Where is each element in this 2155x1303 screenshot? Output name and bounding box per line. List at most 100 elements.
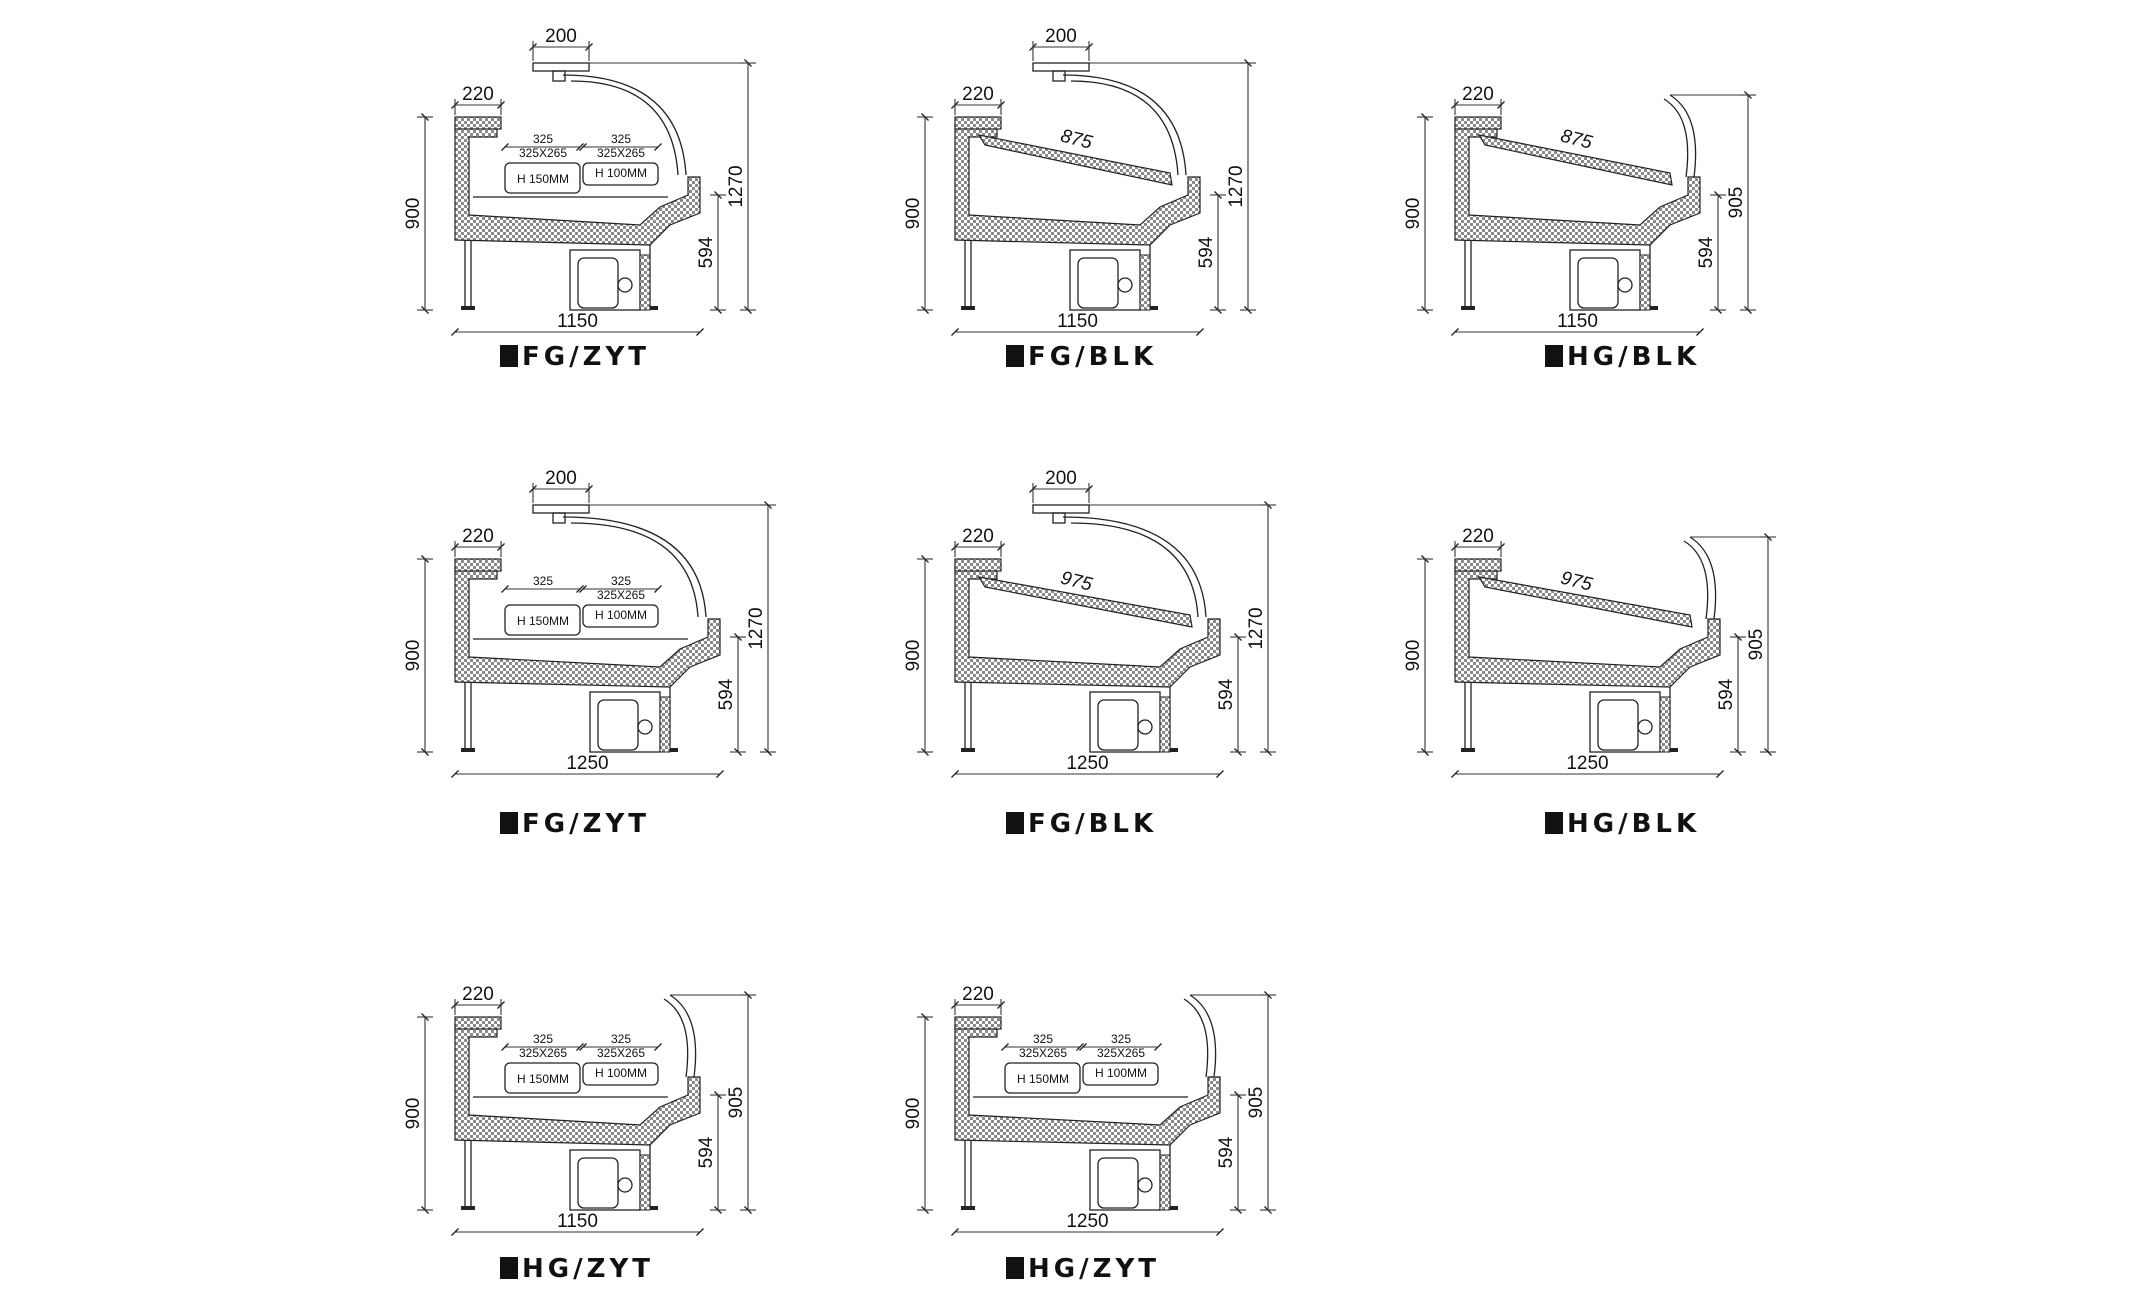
pan2-width: 325 (611, 1032, 631, 1046)
pan2-width: 325 (611, 132, 631, 146)
caption-label: FG/BLK (1028, 342, 1158, 372)
canopy-bracket (1052, 512, 1066, 524)
pan2-size: 325X265 (597, 146, 645, 160)
compressor (1097, 1157, 1139, 1209)
inner-height-dim-label: 594 (696, 1136, 717, 1168)
total-height-dim-label: 905 (726, 1087, 747, 1119)
caption-marker-square (500, 345, 518, 367)
foot-right (1664, 748, 1678, 752)
pan2-width: 325 (611, 574, 631, 588)
top-depth-dim-label: 220 (962, 84, 994, 105)
width-dim-label: 1150 (1557, 311, 1598, 332)
top-plate (454, 116, 502, 130)
curved-glass-inner (570, 80, 679, 176)
caption-marker-square (1006, 812, 1024, 834)
total-height-dim-label: 1270 (726, 165, 747, 207)
inclined-shelf (977, 134, 1173, 186)
top-depth-dim-label: 220 (1462, 84, 1494, 105)
condenser (1139, 254, 1151, 311)
total-height-dim-label: 1270 (746, 607, 767, 649)
canopy-bracket (1052, 70, 1066, 82)
pan2-size: 325X265 (1097, 1046, 1145, 1060)
cabinet-wall (454, 566, 721, 688)
pan-deep (1004, 1062, 1081, 1094)
foot-left (1461, 748, 1475, 752)
top-depth-dim-label: 220 (962, 984, 994, 1005)
caption-marker-square (1545, 345, 1563, 367)
pan-shallow (582, 1062, 659, 1086)
pan1-size: 325X265 (519, 1046, 567, 1060)
pan1-width: 325 (533, 132, 553, 146)
low-glass-inner (663, 998, 689, 1078)
top-depth-dim-label: 220 (962, 526, 994, 547)
top-depth-dim-label: 220 (462, 84, 494, 105)
curved-glass (1062, 74, 1187, 176)
caption-label: FG/BLK (1028, 809, 1158, 839)
low-glass (1189, 994, 1217, 1078)
height-dim-label: 900 (903, 640, 924, 672)
foot-left (1461, 306, 1475, 310)
model-caption: FG/ZYT (500, 342, 650, 372)
caption-label: HG/BLK (1567, 342, 1701, 372)
foot-right (1144, 306, 1158, 310)
pan-shallow (582, 604, 659, 628)
foot-left (961, 1206, 975, 1210)
canopy-light (532, 62, 590, 72)
height-dim-label: 900 (903, 198, 924, 230)
compressor (597, 699, 639, 751)
caption-label: HG/BLK (1567, 809, 1701, 839)
pan1-height: H 150MM (517, 1072, 569, 1086)
compressor-valve (1617, 277, 1633, 293)
top-plate (1454, 558, 1502, 572)
pan2-width: 325 (1111, 1032, 1131, 1046)
pan1-width: 325 (533, 574, 553, 588)
caption-label: FG/ZYT (522, 809, 651, 839)
canopy-light (1032, 62, 1090, 72)
inner-height-dim-label: 594 (1216, 1136, 1237, 1168)
pan2-size: 325X265 (597, 1046, 645, 1060)
inclined-shelf (1477, 576, 1693, 628)
inclined-shelf (977, 576, 1193, 628)
model-caption: HG/BLK (1545, 809, 1700, 839)
top-depth-dim-label: 220 (1462, 526, 1494, 547)
top-plate (1454, 116, 1502, 130)
inner-height-dim-label: 594 (1196, 236, 1217, 268)
canopy-dim-label: 200 (545, 26, 577, 47)
top-plate (454, 558, 502, 572)
foot-right (1644, 306, 1658, 310)
pan2-height: H 100MM (595, 166, 647, 180)
pan1-size: 325X265 (519, 146, 567, 160)
compressor-valve (1637, 719, 1653, 735)
compressor (1077, 257, 1119, 309)
low-glass (1669, 94, 1697, 178)
pan1-height: H 150MM (517, 172, 569, 186)
cabinet-wall (954, 1024, 1221, 1146)
foot-right (644, 306, 658, 310)
top-plate (954, 1016, 1002, 1030)
width-dim-label: 1150 (1057, 311, 1098, 332)
caption-label: FG/ZYT (522, 342, 651, 372)
low-glass-inner (1683, 540, 1709, 620)
condenser (639, 1154, 651, 1211)
height-dim-label: 900 (403, 198, 424, 230)
total-height-dim-label: 905 (1746, 629, 1767, 661)
pan2-size: 325X265 (597, 588, 645, 602)
curved-glass-inner (570, 522, 699, 618)
pan2-height: H 100MM (1095, 1066, 1147, 1080)
shelf-length: 975 (1558, 568, 1594, 596)
pan1-size: 325X265 (1019, 1046, 1067, 1060)
top-plate (954, 558, 1002, 572)
curved-glass (1062, 516, 1207, 618)
low-glass-inner (1663, 98, 1689, 178)
compressor-valve (617, 1177, 633, 1193)
pan1-height: H 150MM (1017, 1072, 1069, 1086)
foot-right (1164, 748, 1178, 752)
top-plate (454, 1016, 502, 1030)
caption-label: HG/ZYT (1028, 1254, 1161, 1284)
width-dim-label: 1150 (557, 311, 598, 332)
width-dim-label: 1250 (1566, 753, 1608, 774)
